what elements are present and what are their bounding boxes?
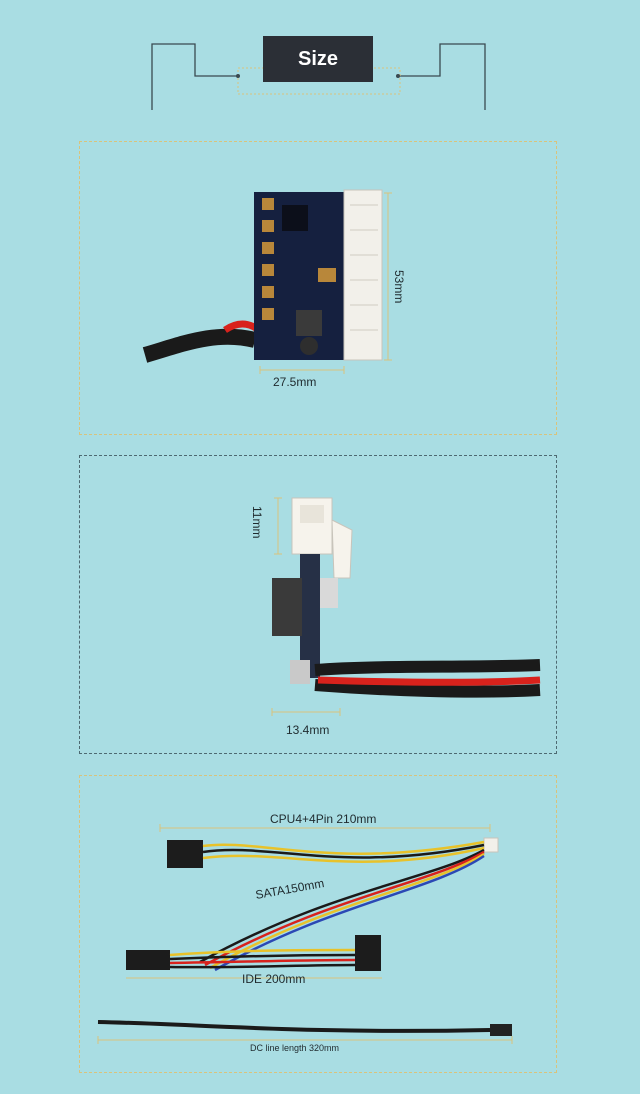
ide-cable-label: IDE 200mm: [242, 972, 306, 986]
dc-cable-label: DC line length 320mm: [250, 1043, 340, 1053]
side-width-label: 13.4mm: [286, 723, 330, 737]
board-panel: [79, 141, 557, 435]
side-panel: [79, 455, 557, 754]
cables-panel: [79, 775, 557, 1073]
cpu-cable-label: CPU4+4Pin 210mm: [270, 812, 377, 826]
board-width-label: 27.5mm: [273, 375, 317, 389]
section-title: Size: [263, 36, 373, 82]
